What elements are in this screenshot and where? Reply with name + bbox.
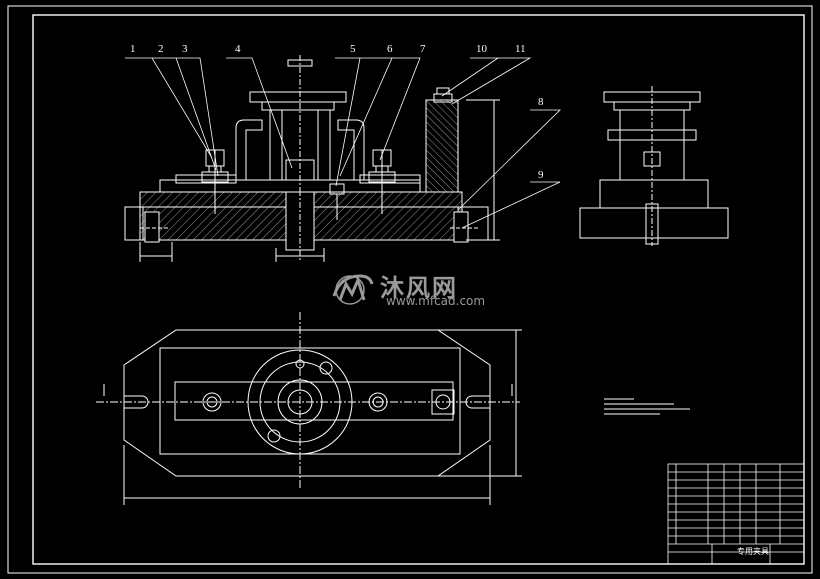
title-block <box>667 463 805 565</box>
callout-leaders <box>125 57 561 229</box>
mfcad-logo-icon <box>332 274 374 305</box>
top-view <box>96 312 522 505</box>
drawing-border <box>7 5 813 574</box>
callout-3: 3 <box>182 43 188 55</box>
callout-5: 5 <box>350 43 356 55</box>
technical-notes <box>604 398 690 415</box>
callout-6: 6 <box>387 43 393 55</box>
watermark-url: www.mfcad.com <box>386 294 486 308</box>
callout-2: 2 <box>158 43 164 55</box>
callout-9: 9 <box>538 169 544 181</box>
callout-11: 11 <box>515 43 526 55</box>
callout-1: 1 <box>130 43 136 55</box>
callout-4: 4 <box>235 43 241 55</box>
watermark-brand: 沐风网 <box>380 274 458 302</box>
callout-10: 10 <box>476 43 487 55</box>
front-section-view <box>124 55 500 262</box>
drawing-name: 专用夹具 <box>737 547 769 556</box>
callout-8: 8 <box>538 96 544 108</box>
callout-7: 7 <box>420 43 426 55</box>
side-view <box>579 86 729 246</box>
